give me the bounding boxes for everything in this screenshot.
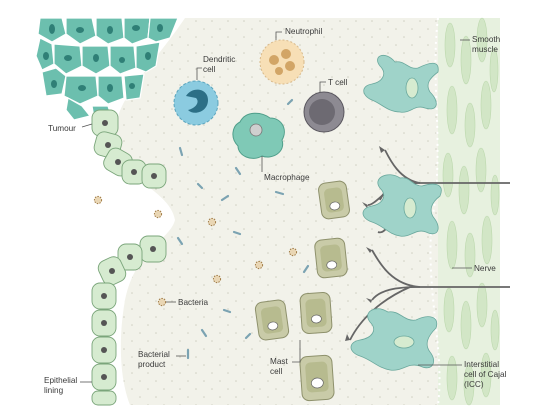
icc-cells bbox=[350, 54, 442, 371]
bacteria bbox=[93, 195, 298, 307]
label-nerve: Nerve bbox=[474, 264, 496, 273]
leader-lines bbox=[80, 31, 472, 383]
label-tumour: Tumour bbox=[48, 124, 76, 133]
label-dendritic-2: cell bbox=[203, 65, 215, 74]
mast-cells bbox=[254, 180, 350, 402]
label-bacterial-product-1: Bacterial bbox=[138, 350, 170, 359]
labels: Tumour Dendritic cell Neutrophil T cell … bbox=[44, 27, 507, 395]
label-icc-2: cell of Cajal bbox=[464, 370, 507, 379]
label-icc-1: Interstitial bbox=[464, 360, 499, 369]
label-t-cell: T cell bbox=[328, 78, 348, 87]
bacterial-products bbox=[176, 98, 310, 360]
smooth-muscle-layer bbox=[429, 17, 500, 406]
epithelial-lining-lower bbox=[91, 235, 167, 406]
macrophage bbox=[232, 112, 285, 159]
label-icc-3: (ICC) bbox=[464, 380, 484, 389]
label-bacteria: Bacteria bbox=[178, 298, 208, 307]
dendritic-cell bbox=[173, 80, 219, 126]
label-macrophage: Macrophage bbox=[264, 173, 310, 182]
neutrophil bbox=[259, 39, 305, 85]
label-mast-cell-2: cell bbox=[270, 367, 282, 376]
label-smooth-muscle-1: Smooth bbox=[472, 35, 501, 44]
label-epithelial-1: Epithelial bbox=[44, 376, 77, 385]
label-epithelial-2: lining bbox=[44, 386, 64, 395]
t-cell bbox=[303, 91, 345, 133]
label-bacterial-product-2: product bbox=[138, 360, 166, 369]
label-mast-cell-1: Mast bbox=[270, 357, 288, 366]
label-smooth-muscle-2: muscle bbox=[472, 45, 498, 54]
label-dendritic-1: Dendritic bbox=[203, 55, 235, 64]
label-neutrophil: Neutrophil bbox=[285, 27, 323, 36]
